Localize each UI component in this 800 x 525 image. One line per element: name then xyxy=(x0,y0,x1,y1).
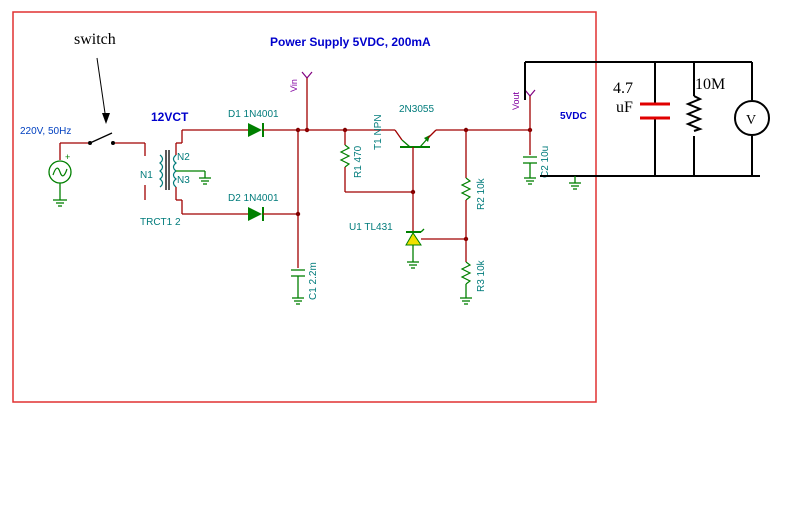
resistor-r3 xyxy=(460,239,472,305)
pin-n3: N3 xyxy=(177,175,190,186)
u1-label: U1 TL431 xyxy=(349,222,393,233)
source-label: 220V, 50Hz xyxy=(20,126,71,137)
capacitor-c2 xyxy=(523,130,537,185)
pin-n2: N2 xyxy=(177,152,190,163)
vin-probe xyxy=(301,71,313,133)
added-capacitor xyxy=(640,102,670,120)
pin-n1: N1 xyxy=(140,170,153,181)
diode-d2 xyxy=(176,199,298,221)
added-resistor xyxy=(685,95,703,132)
vout-label: Vout xyxy=(511,91,521,110)
output-voltage-label: 5VDC xyxy=(560,111,587,122)
rectifier-bus xyxy=(291,127,305,305)
resistor-r1 xyxy=(339,130,413,193)
transformer-label: 12VCT xyxy=(151,110,189,124)
c2-label: C2 10u xyxy=(540,146,551,178)
switch-arrow-head xyxy=(102,113,110,124)
r1-label: R1 470 xyxy=(353,145,364,178)
r2-label: R2 10k xyxy=(476,177,487,210)
d2-label: D2 1N4001 xyxy=(228,193,279,204)
shunt-regulator-u1 xyxy=(405,192,469,269)
t1-part-label: 2N3055 xyxy=(399,104,434,115)
vin-label: Vin xyxy=(289,79,299,92)
transformer xyxy=(144,143,211,200)
switch-annotation: switch xyxy=(74,31,116,48)
transformer-ref: TRCT1 2 xyxy=(140,217,181,228)
switch-symbol xyxy=(60,132,146,156)
voltmeter xyxy=(734,100,770,136)
c1-label: C1 2.2m xyxy=(308,262,319,300)
transistor-t1 xyxy=(394,129,437,195)
d1-label: D1 1N4001 xyxy=(228,109,279,120)
r3-label: R3 10k xyxy=(476,259,487,292)
resistor-r2 xyxy=(460,130,472,239)
ac-source: + xyxy=(48,143,72,207)
schematic-title: Power Supply 5VDC, 200mA xyxy=(270,35,431,49)
svg-text:+: + xyxy=(65,152,70,162)
added-cap-value-line2: uF xyxy=(616,99,633,116)
external-load xyxy=(524,61,760,190)
switch-arrow-line xyxy=(96,57,107,121)
added-cap-value-line1: 4.7 xyxy=(613,80,633,97)
t1-label: T1 NPN xyxy=(373,114,384,150)
vout-probe xyxy=(524,89,536,130)
schematic-frame xyxy=(12,11,597,403)
voltmeter-symbol: V xyxy=(746,113,756,128)
diode-d1 xyxy=(176,123,298,144)
added-resistor-value: 10M xyxy=(695,76,725,93)
